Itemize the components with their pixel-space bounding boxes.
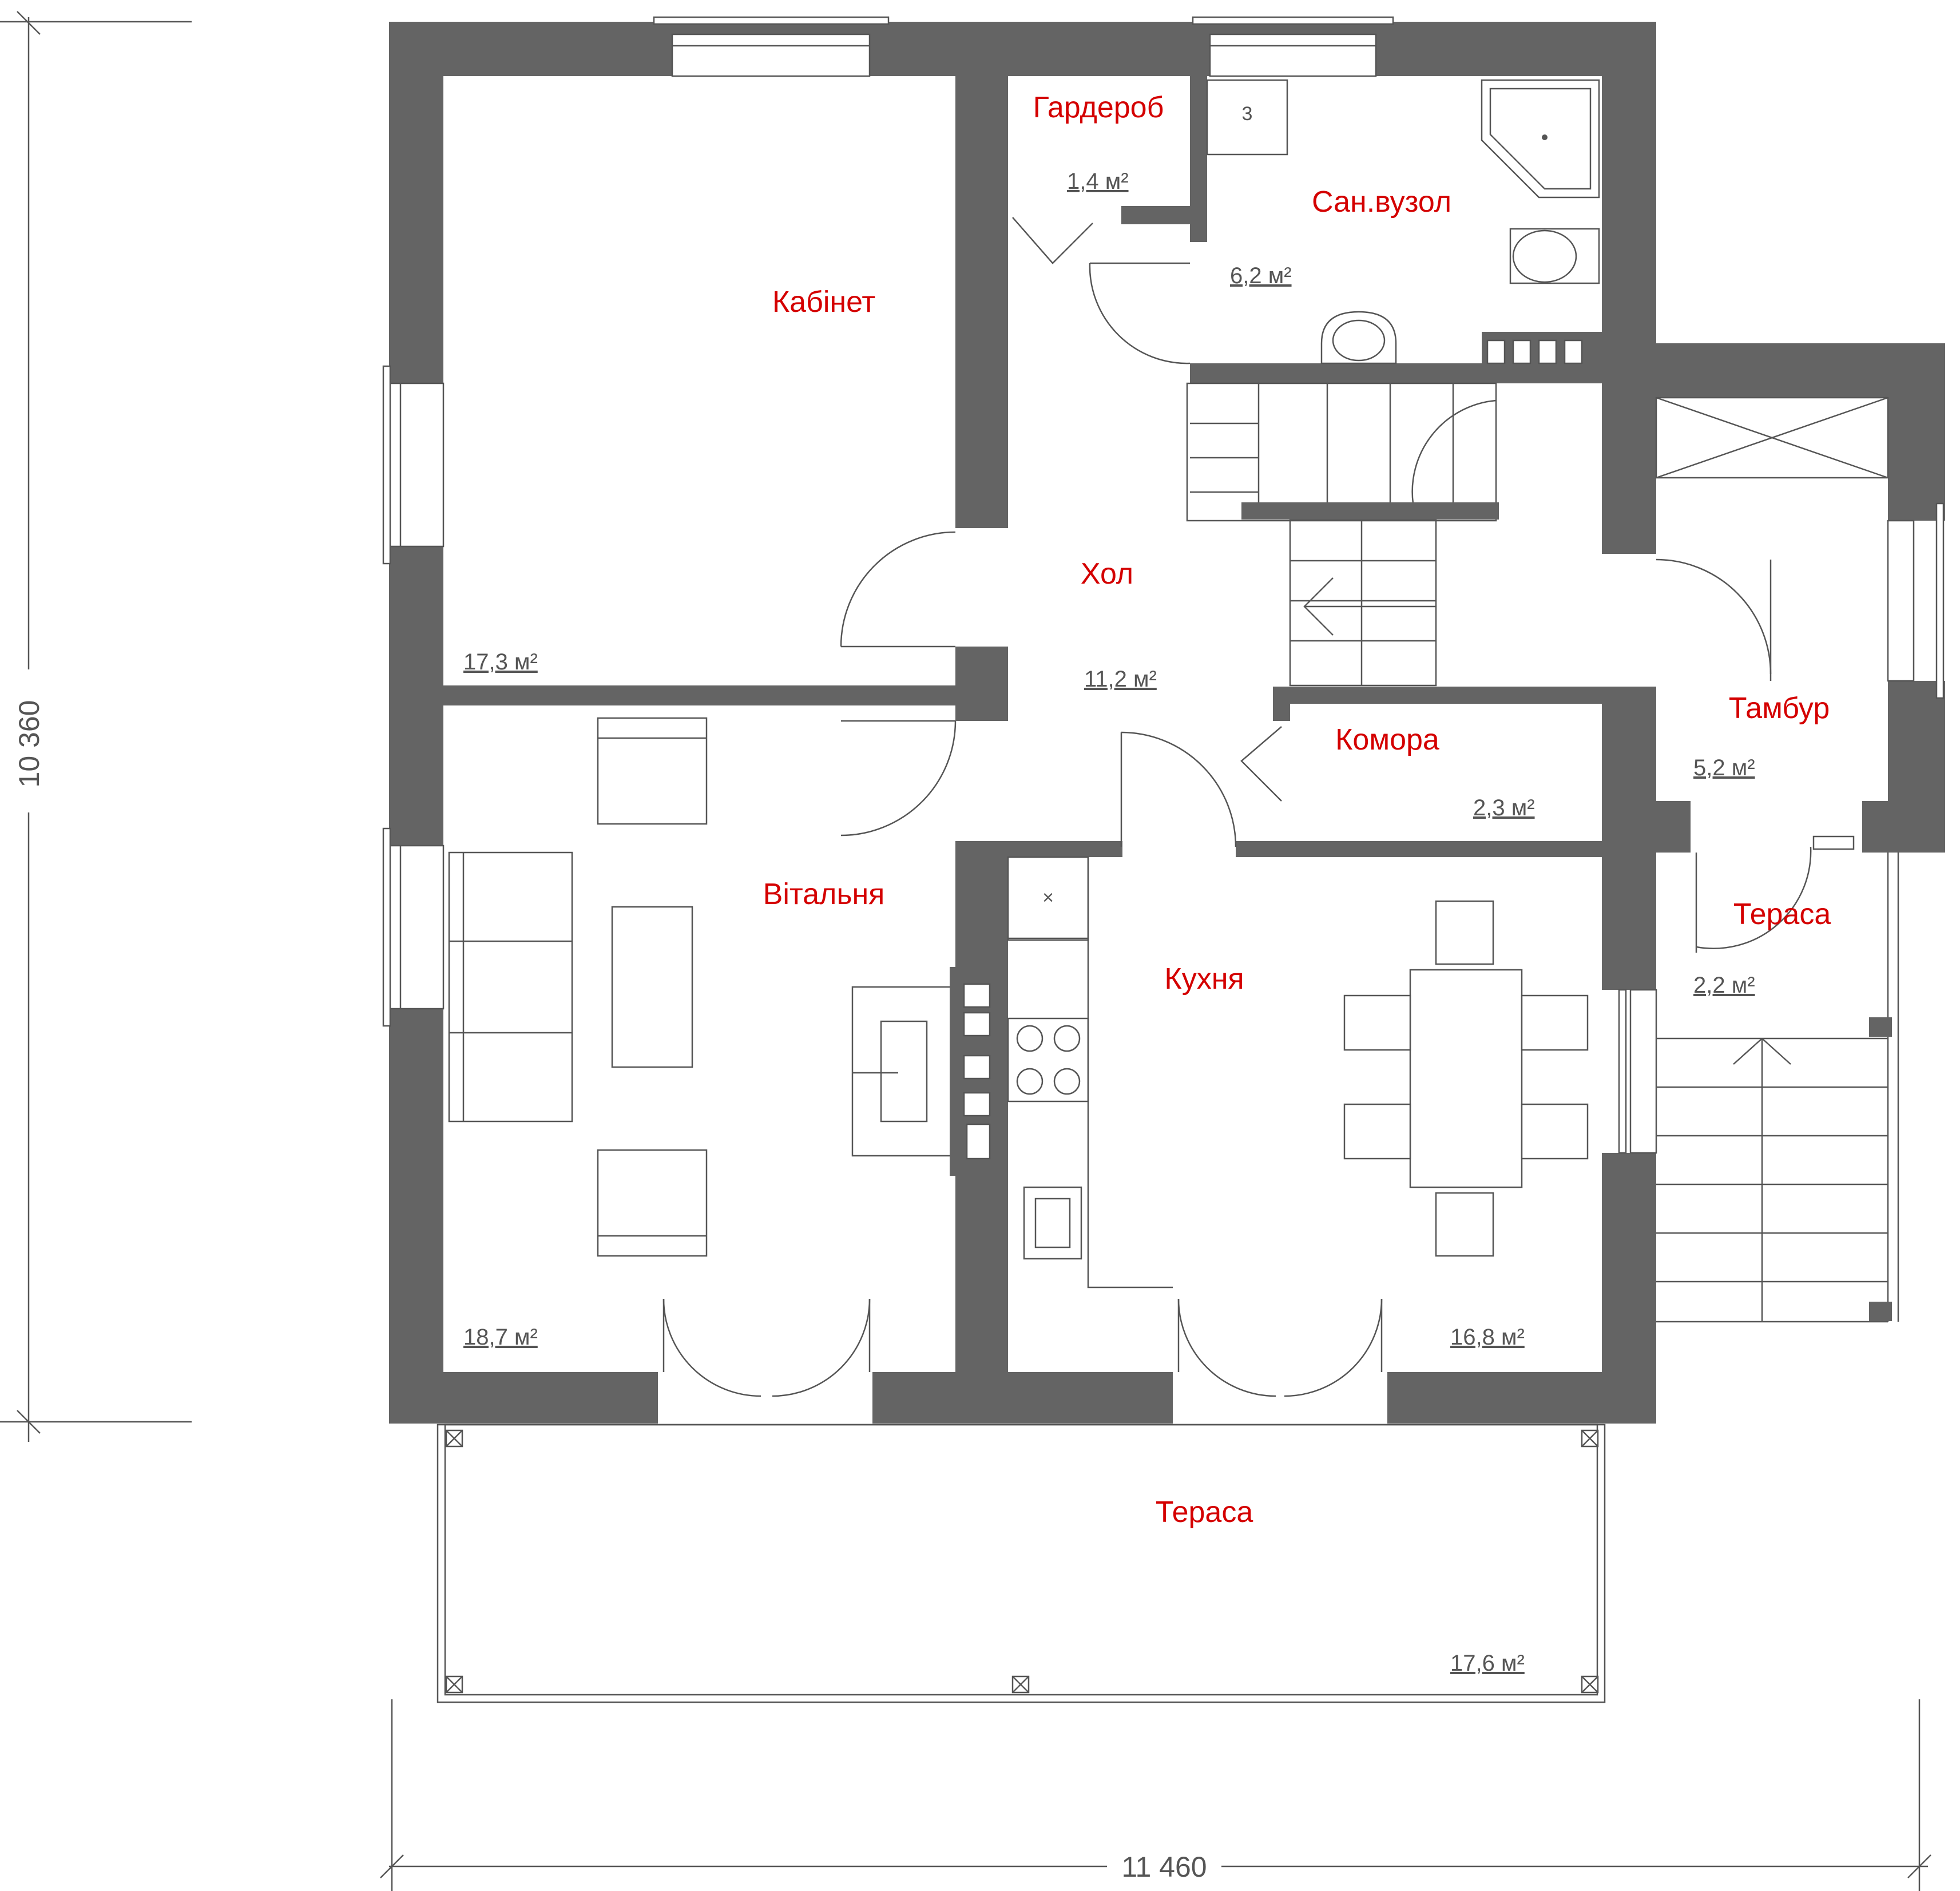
room-name-pantry: Комора bbox=[1335, 723, 1439, 756]
room-area-wardrobe: 1,4 м² bbox=[1067, 169, 1129, 194]
dimension-width-label: 11 460 bbox=[1121, 1851, 1207, 1883]
main-stairs bbox=[1186, 339, 1583, 687]
room-area-terrace-large: 17,6 м² bbox=[1450, 1651, 1525, 1676]
bathroom-fixtures: 3 bbox=[1206, 79, 1600, 364]
room-name-terrace-large: Тераса bbox=[1156, 1496, 1253, 1529]
room-labels: Кабінет 17,3 м² Гардероб 1,4 м² Сан.вузо… bbox=[463, 91, 1831, 1676]
room-name-living: Вітальня bbox=[763, 878, 885, 911]
dimension-height-label: 10 360 bbox=[13, 700, 45, 788]
room-area-pantry: 2,3 м² bbox=[1473, 795, 1535, 820]
room-area-hall: 11,2 м² bbox=[1084, 667, 1157, 692]
bath-fixture-number: 3 bbox=[1242, 103, 1253, 125]
porch-stairs bbox=[1656, 835, 1899, 1323]
room-area-kitchen: 16,8 м² bbox=[1450, 1325, 1525, 1350]
kitchen-x-mark: × bbox=[1042, 887, 1054, 909]
room-name-wardrobe: Гардероб bbox=[1033, 91, 1164, 124]
room-name-vestibule: Тамбур bbox=[1729, 692, 1830, 725]
room-area-bathroom: 6,2 м² bbox=[1230, 263, 1292, 288]
room-name-terrace-small: Тераса bbox=[1733, 898, 1831, 931]
room-name-cabinet: Кабінет bbox=[772, 286, 875, 319]
large-terrace-outline bbox=[437, 1424, 1606, 1703]
living-furniture bbox=[448, 717, 1007, 1257]
vestibule-cross bbox=[1655, 397, 1889, 479]
room-area-terrace-small: 2,2 м² bbox=[1693, 973, 1755, 998]
room-name-kitchen: Кухня bbox=[1164, 962, 1244, 996]
room-area-living: 18,7 м² bbox=[463, 1325, 538, 1350]
kitchen-furniture: × bbox=[1007, 856, 1589, 1289]
room-name-bathroom: Сан.вузол bbox=[1312, 185, 1451, 219]
room-area-cabinet: 17,3 м² bbox=[463, 649, 538, 675]
room-name-hall: Хол bbox=[1081, 557, 1133, 590]
room-area-vestibule: 5,2 м² bbox=[1693, 755, 1755, 780]
doors bbox=[662, 217, 1812, 1397]
windows bbox=[382, 16, 1945, 1154]
